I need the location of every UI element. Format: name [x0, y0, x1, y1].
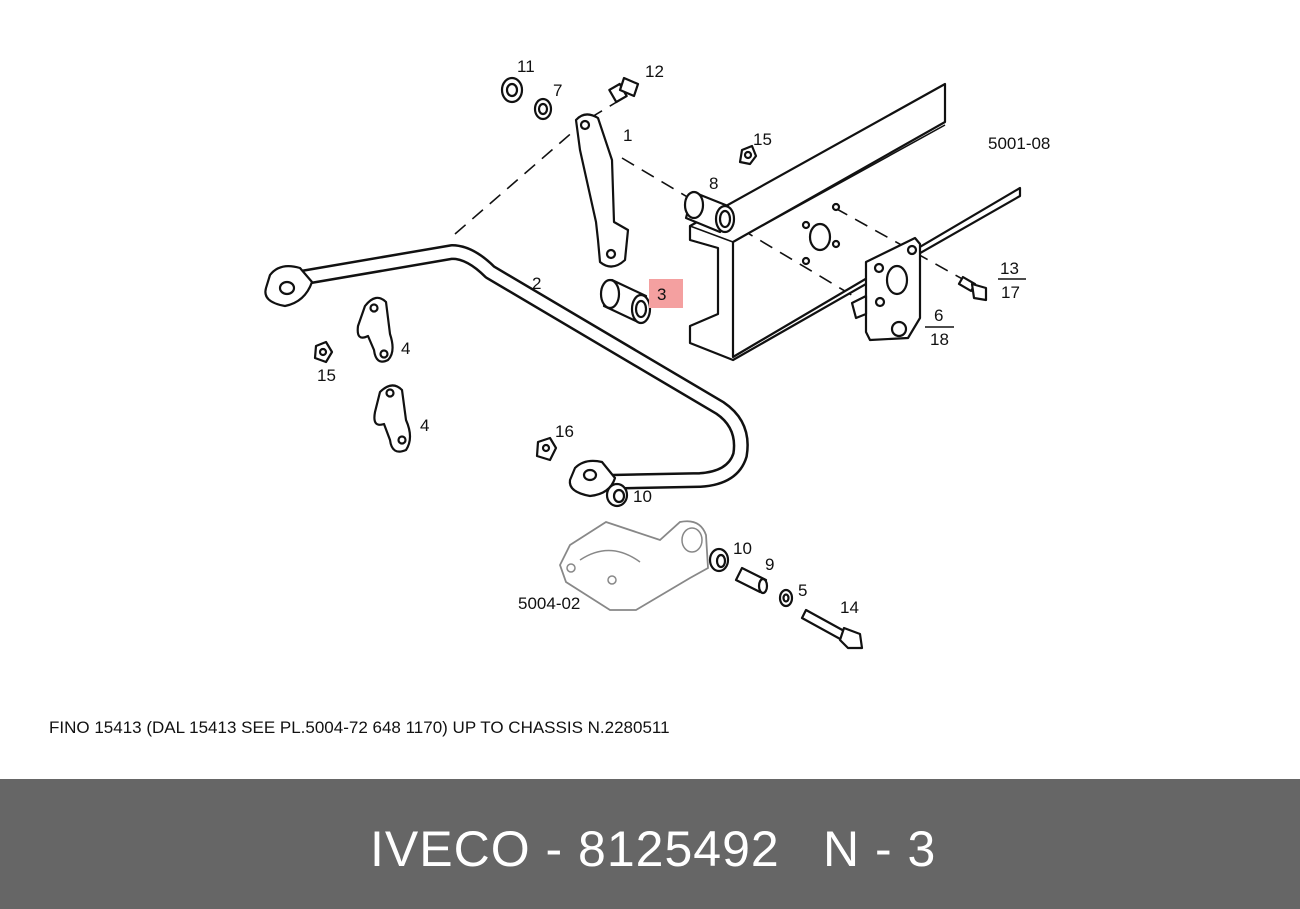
callout-7: 7 [553, 81, 562, 100]
bushing-8 [683, 190, 736, 234]
bracket-plate-6 [850, 236, 922, 342]
callout-3: 3 [657, 285, 666, 304]
chassis-frame-rail [688, 82, 1022, 362]
callout-2: 2 [532, 274, 541, 293]
bushing-3 [599, 278, 652, 325]
clamp-4-upper [356, 296, 394, 363]
callout-14: 14 [840, 598, 859, 617]
applicability-note: FINO 15413 (DAL 15413 SEE PL.5004-72 648… [49, 718, 670, 737]
exploded-parts-diagram: 11 7 12 1 15 5001-08 8 2 3 13 17 6 18 4 … [264, 57, 1050, 650]
washer-5 [778, 588, 794, 608]
footer-bar [0, 779, 1300, 909]
axle-bracket-5004-02 [559, 520, 709, 611]
bolt-12 [608, 76, 640, 104]
callout-8: 8 [709, 174, 718, 193]
callout-16: 16 [555, 422, 574, 441]
ref-5004-02: 5004-02 [518, 594, 580, 613]
link-arm-1 [574, 113, 630, 268]
callout-13: 13 [1000, 259, 1019, 278]
callout-9: 9 [765, 555, 774, 574]
callout-1: 1 [623, 126, 632, 145]
callout-11: 11 [517, 57, 535, 76]
callout-12: 12 [645, 62, 664, 81]
brand-part-number: IVECO - 8125492 [370, 821, 780, 877]
callout-5: 5 [798, 581, 807, 600]
bushing-10-lower [708, 547, 730, 573]
clamp-4-lower [373, 384, 412, 453]
bolt-14 [800, 608, 864, 650]
nut-15-left [313, 340, 334, 364]
bushing-10-upper [605, 482, 629, 508]
stabilizer-bar-2 [264, 244, 749, 498]
callout-10-upper: 10 [633, 487, 652, 506]
callout-15-left: 15 [317, 366, 336, 385]
ref-5001-08: 5001-08 [988, 134, 1050, 153]
callout-17: 17 [1001, 283, 1020, 302]
callout-15-frame: 15 [753, 130, 772, 149]
callout-4-lower: 4 [420, 416, 429, 435]
callout-18: 18 [930, 330, 949, 349]
washer-11 [500, 76, 524, 104]
callout-6: 6 [934, 306, 943, 325]
nut-15-frame [738, 144, 758, 166]
callout-labels: 11 7 12 1 15 5001-08 8 2 3 13 17 6 18 4 … [317, 57, 1050, 617]
diagram-area: 11 7 12 1 15 5001-08 8 2 3 13 17 6 18 4 … [49, 57, 1051, 737]
nut-16 [535, 436, 558, 462]
callout-4-upper: 4 [401, 339, 410, 358]
callout-10-lower: 10 [733, 539, 752, 558]
diagram-position: N - 3 [823, 821, 937, 877]
sleeve-9 [734, 566, 769, 595]
washer-7 [533, 97, 553, 121]
highlight-box [649, 279, 683, 308]
bolt-13 [957, 275, 988, 302]
